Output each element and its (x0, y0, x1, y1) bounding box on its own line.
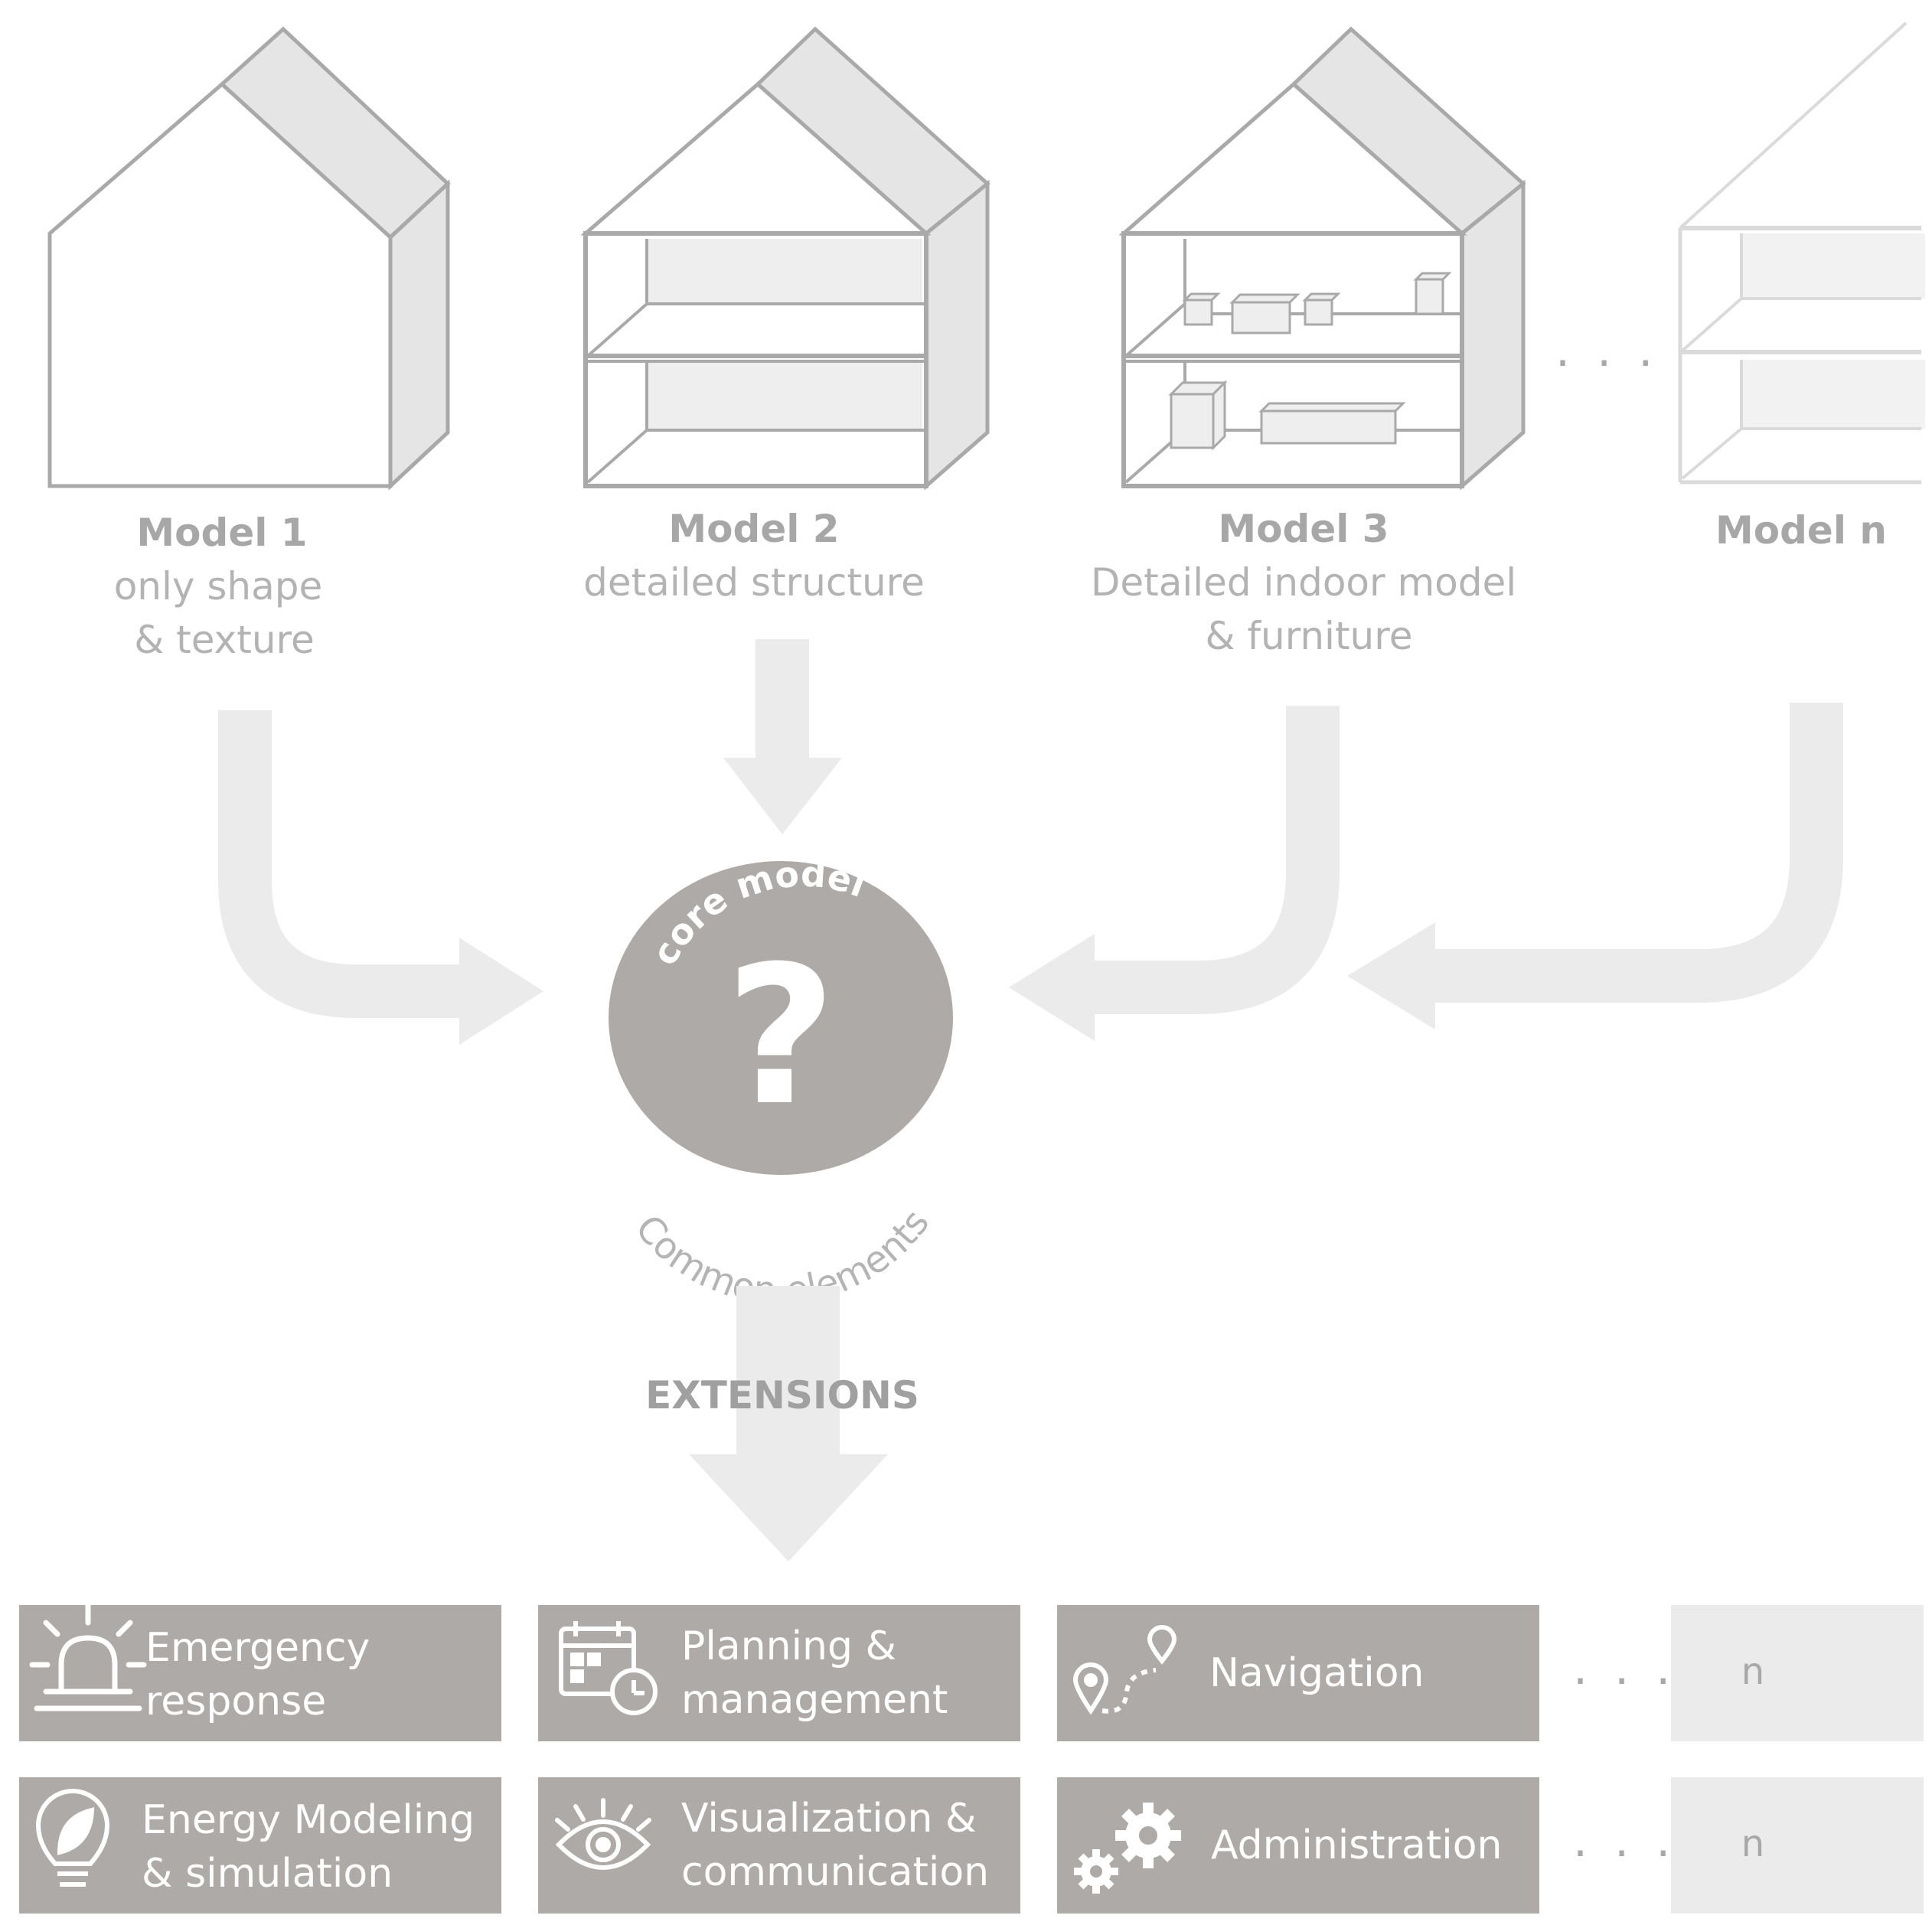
extension-energy-modeling: Energy Modeling & simulation (19, 1777, 501, 1914)
placeholder-n-row-2: n (1741, 1822, 1764, 1865)
arrow-model-n-head (1347, 922, 1435, 1029)
model-2-title: Model 2 (668, 507, 839, 551)
siren-icon (29, 1600, 147, 1711)
leaf-bulb-icon (35, 1789, 110, 1887)
extensions-label: EXTENSIONS (645, 1373, 919, 1418)
arrow-model-3-shaft (1087, 706, 1340, 1014)
extensions-ellipsis-row-2: . . . (1573, 1814, 1676, 1868)
question-mark-icon: ? (725, 925, 836, 1147)
extension-placeholder-row-2: n (1671, 1777, 1924, 1914)
extension-visualization-communication: Visualization & communication (538, 1777, 1020, 1914)
extension-visualization-line-2: communication (681, 1849, 989, 1895)
flow-arrow-shafts (218, 639, 1843, 1018)
extension-administration: Administration (1057, 1777, 1539, 1914)
arrow-model-2-head (723, 758, 842, 834)
model-3-label: Model 3 Detailed indoor model & furnitur… (1091, 507, 1516, 658)
core-model: core model ? Common elements (609, 853, 953, 1312)
model-2-label: Model 2 detailed structure (583, 507, 925, 605)
extensions-arrow: EXTENSIONS (645, 1286, 919, 1561)
extension-planning-line-2: management (681, 1677, 948, 1723)
model-3-subtitle-line-1: Detailed indoor model (1091, 560, 1516, 605)
extension-visualization-line-1: Visualization & (681, 1796, 977, 1842)
extension-placeholder-row-1: n (1671, 1605, 1924, 1741)
eye-icon (555, 1798, 651, 1870)
calendar-clock-icon (559, 1621, 658, 1715)
model-n-title: Model n (1715, 508, 1887, 553)
extension-planning-line-1: Planning & (681, 1623, 896, 1669)
model-1-subtitle-line-1: only shape (114, 564, 323, 608)
model-3-subtitle-line-2: & furniture (1206, 614, 1413, 658)
models-ellipsis: . . . (1555, 324, 1659, 377)
gears-icon (1074, 1803, 1181, 1894)
extension-emergency-line-2: response (145, 1679, 326, 1724)
extension-navigation: Navigation (1057, 1605, 1539, 1741)
arrow-model-3-head (1009, 934, 1095, 1041)
arrow-model-n-shaft (1424, 703, 1843, 1003)
model-2-subtitle-line-1: detailed structure (583, 560, 925, 605)
model-1-label: Model 1 only shape & texture (114, 511, 323, 662)
extension-administration-line-1: Administration (1211, 1822, 1503, 1868)
extension-planning-management: Planning & management (538, 1605, 1020, 1741)
core-model-circle (609, 861, 953, 1175)
arrow-model-1-head (459, 938, 543, 1045)
model-3-house (1118, 26, 1526, 491)
model-1-subtitle-line-2: & texture (134, 618, 314, 662)
placeholder-n-row-1: n (1741, 1650, 1764, 1693)
extension-navigation-line-1: Navigation (1209, 1650, 1424, 1696)
extension-energy-line-1: Energy Modeling (142, 1797, 475, 1843)
model-3-title: Model 3 (1218, 507, 1389, 551)
route-pin-icon (1072, 1625, 1177, 1715)
model-1-house (47, 26, 451, 491)
extension-energy-line-2: & simulation (142, 1851, 393, 1897)
model-n-label: Model n (1715, 508, 1887, 553)
extension-emergency-line-1: Emergency (145, 1625, 370, 1671)
extensions-ellipsis-row-1: . . . (1573, 1642, 1676, 1695)
model-2-house (580, 26, 990, 491)
model-1-title: Model 1 (136, 511, 307, 555)
flow-arrow-heads (459, 758, 1435, 1045)
extension-emergency-response: Emergency response (19, 1600, 501, 1741)
arrow-model-1-shaft (218, 710, 467, 1018)
model-n-house (1678, 21, 1925, 485)
